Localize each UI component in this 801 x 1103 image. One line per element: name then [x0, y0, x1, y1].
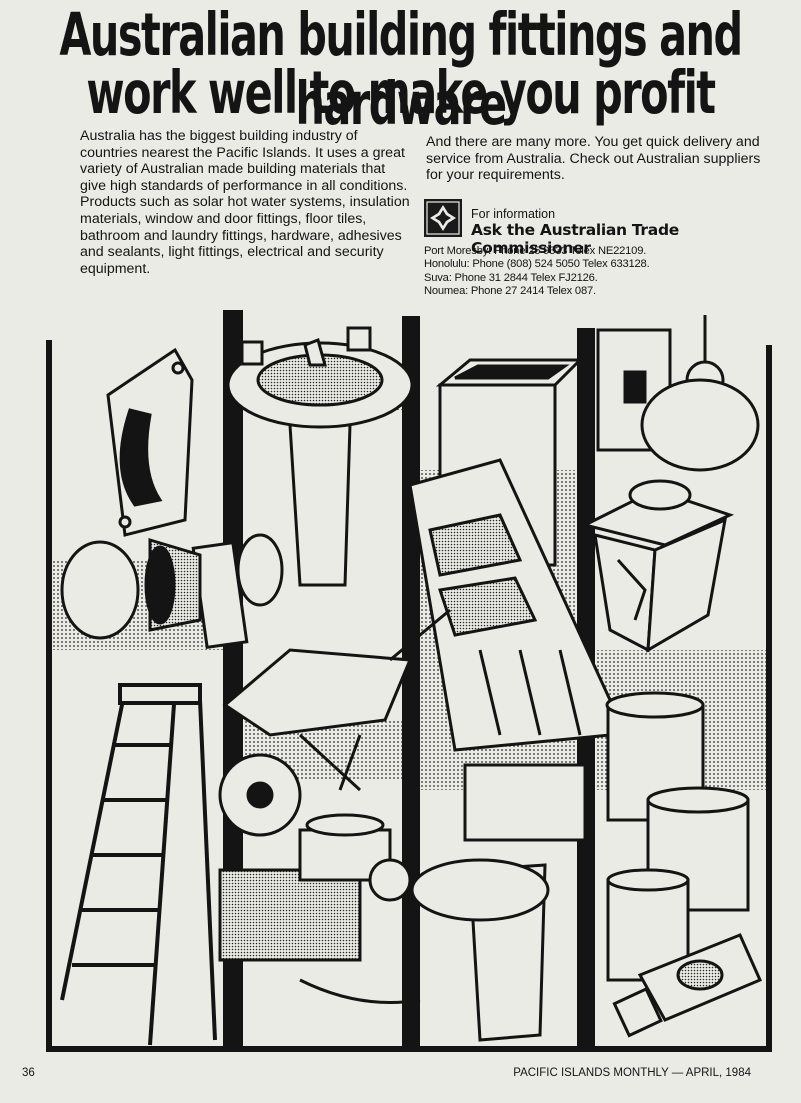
door-knob	[60, 533, 284, 649]
step-ladder	[60, 683, 217, 1046]
contact-port-moresby: Port Moresby: Phone 25 9333 Telex NE2210…	[424, 245, 647, 257]
outdoor-lantern	[580, 479, 735, 653]
headline-line-1: Australian building fittings and hardwar…	[59, 0, 743, 139]
body-text-right: And there are many more. You get quick d…	[426, 134, 761, 184]
contact-honolulu: Honolulu: Phone (808) 524 5050 Telex 633…	[424, 258, 650, 271]
headline-line-2: work well to make you profit	[86, 58, 716, 128]
adhesive-tube	[612, 933, 762, 1038]
for-information-label: For information	[471, 207, 556, 221]
paint-tins	[605, 691, 750, 982]
body-text-left: Australia has the biggest building indus…	[80, 128, 410, 277]
page-number: 36	[22, 1067, 35, 1079]
toilet	[410, 763, 587, 1042]
portable-generator	[218, 813, 421, 1004]
ask-trade-commissioner: Ask the Australian Trade Commissioner	[471, 221, 679, 257]
wheelbarrow	[218, 608, 451, 837]
contact-list: Port Moresby: Phone 25 9333 Telex NE2210…	[424, 245, 650, 299]
magazine-footer: PACIFIC ISLANDS MONTHLY — APRIL, 1984	[513, 1067, 751, 1079]
contact-noumea: Noumea: Phone 27 2414 Telex 087.	[424, 285, 596, 298]
trade-commission-logo	[424, 199, 462, 237]
door-handle	[106, 347, 194, 537]
pedestal-basin	[226, 326, 414, 587]
contact-suva: Suva: Phone 31 2844 Telex FJ2126.	[424, 271, 598, 284]
pendant-lamp	[640, 315, 760, 472]
kitchen-sink	[408, 458, 612, 752]
